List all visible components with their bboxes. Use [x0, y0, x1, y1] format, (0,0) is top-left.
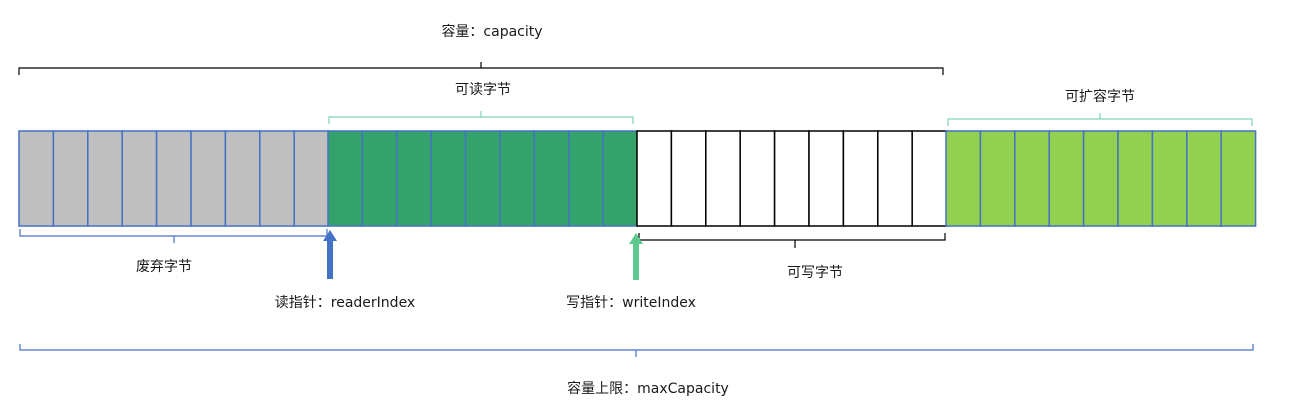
writer-index-arrow: [629, 233, 643, 280]
byte-cell: [877, 130, 913, 227]
byte-cell: [842, 130, 879, 227]
byte-cell: [1048, 130, 1085, 227]
expandable-label: 可扩容字节: [1065, 88, 1135, 105]
byte-cell: [533, 130, 570, 227]
byte-cell: [361, 130, 398, 227]
writable-brace: [638, 233, 946, 241]
byte-cell: [224, 130, 261, 227]
expandable-brace: [947, 118, 1253, 126]
byte-cell: [602, 130, 639, 227]
byte-cell: [121, 130, 158, 227]
byte-cell: [155, 130, 192, 227]
readable-bytes: [327, 130, 639, 227]
capacity-brace: [18, 67, 944, 75]
byte-cell: [396, 130, 432, 227]
byte-cell: [945, 130, 982, 227]
writer-index-label: 写指针：writeIndex: [566, 295, 696, 311]
discarded-label: 废弃字节: [136, 259, 192, 275]
byte-cell: [1220, 130, 1257, 227]
writable-label: 可写字节: [787, 265, 843, 281]
byte-cell: [808, 130, 845, 227]
byte-cell: [670, 130, 707, 227]
expandable-bytes: [945, 130, 1257, 227]
byte-cell: [739, 130, 776, 227]
byte-cell: [52, 130, 89, 227]
byte-cell: [190, 130, 227, 227]
discarded-bytes: [18, 130, 330, 227]
byte-cell: [911, 130, 948, 227]
reader-index-label: 读指针：readerIndex: [275, 294, 415, 311]
byte-cell: [18, 130, 55, 227]
readable-brace: [328, 116, 634, 124]
byte-cell: [979, 130, 1016, 227]
byte-cell: [1082, 130, 1119, 227]
byte-cell: [636, 130, 673, 227]
byte-cell: [430, 130, 467, 227]
byte-cell: [87, 130, 123, 227]
byte-cell: [259, 130, 295, 227]
byte-cells: [18, 130, 1257, 227]
byte-cell: [568, 130, 604, 227]
byte-cell: [773, 130, 810, 227]
max-capacity-brace: [19, 344, 1254, 351]
max-capacity-label: 容量上限：maxCapacity: [567, 380, 729, 397]
byte-cell: [1151, 130, 1188, 227]
byte-cell: [293, 130, 330, 227]
discarded-brace: [19, 229, 328, 237]
byte-cell: [464, 130, 501, 227]
byte-cell: [1186, 130, 1222, 227]
readable-label: 可读字节: [455, 81, 511, 98]
byte-cell: [327, 130, 364, 227]
byte-cell: [1117, 130, 1154, 227]
writable-bytes: [636, 130, 948, 227]
capacity-label: 容量：capacity: [441, 23, 542, 40]
byte-cell: [1014, 130, 1050, 227]
byte-cell: [499, 130, 536, 227]
reader-index-arrow: [323, 230, 337, 279]
byte-cell: [705, 130, 741, 227]
